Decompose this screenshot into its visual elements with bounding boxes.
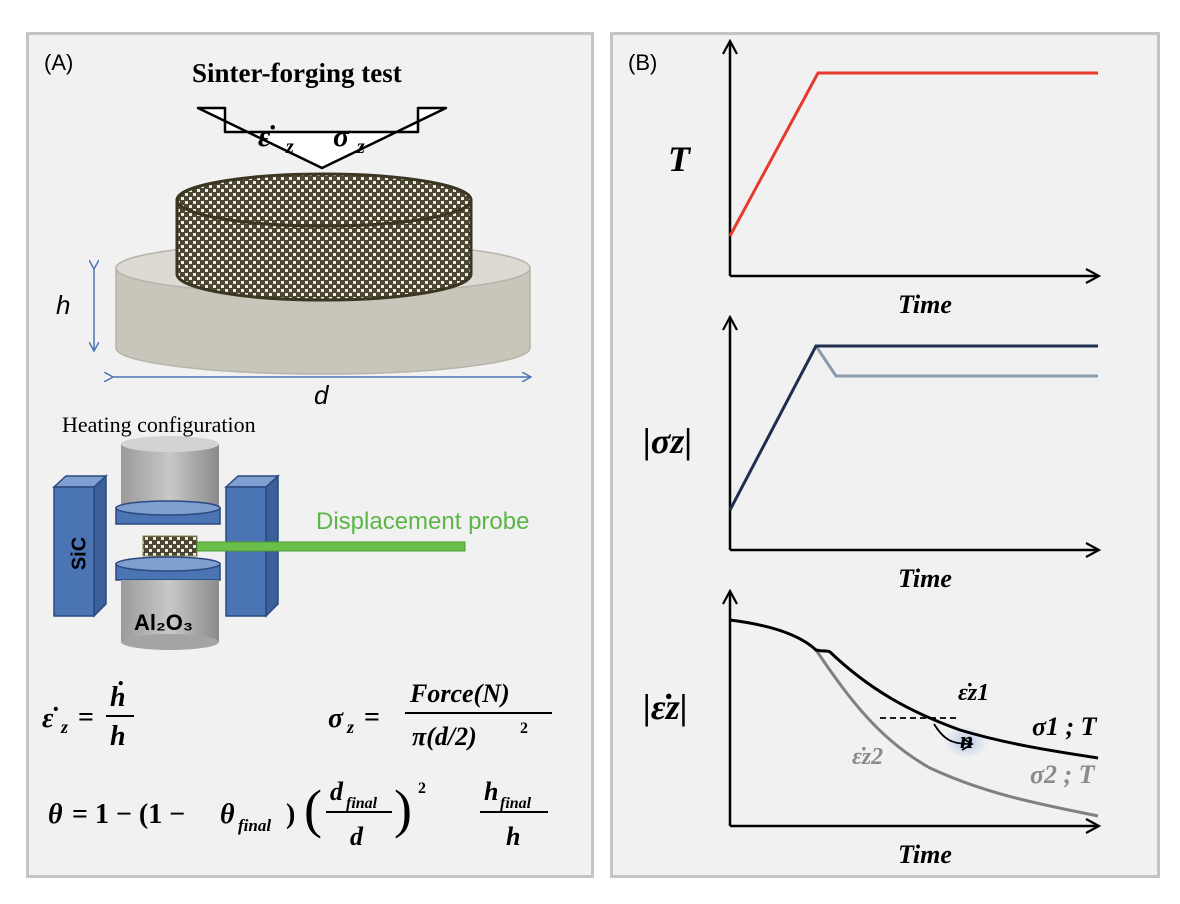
svg-text:): ) — [286, 799, 295, 830]
svg-text:=: = — [78, 702, 94, 733]
svg-text:=: = — [364, 702, 380, 733]
stress-curve-2 — [814, 345, 1098, 378]
porous-compact — [175, 172, 473, 302]
svg-text:z: z — [60, 717, 68, 737]
strain-rate-curve-2 — [814, 649, 1099, 818]
svg-text:final: final — [500, 795, 532, 812]
svg-text:π(d/2): π(d/2) — [412, 722, 477, 751]
svg-text:final: final — [238, 816, 271, 835]
svg-text:ε̇: ε̇ — [42, 703, 58, 734]
svg-text:ε̇: ε̇ — [258, 120, 275, 153]
stress-curve-1 — [728, 344, 1098, 511]
graph1-xlabel: Time — [898, 290, 952, 319]
series-2-label: σ2 ; T — [1030, 760, 1095, 789]
graph3-ylabel: |ε̇z| — [643, 687, 688, 727]
strain-rate-2-label: ε̇z2 — [852, 744, 884, 770]
graph2-ylabel: |σz| — [643, 421, 693, 461]
strain-rate-curve-1 — [729, 618, 1099, 760]
n-label: n — [960, 728, 974, 754]
heating-caption: Heating configuration — [62, 412, 256, 437]
svg-text:= 1 − (1 −: = 1 − (1 − — [72, 799, 185, 830]
svg-text:(: ( — [304, 779, 322, 839]
svg-text:final: final — [346, 795, 378, 812]
svg-text:z: z — [285, 136, 294, 158]
svg-text:d: d — [350, 822, 364, 851]
strain-rate-1-label: ε̇z1 — [958, 680, 990, 706]
load-arrow — [196, 106, 448, 170]
svg-text:h: h — [110, 721, 126, 752]
panel-a-label: (A) — [44, 50, 74, 75]
series-1-label: σ1 ; T — [1032, 712, 1097, 741]
svg-text:σ: σ — [333, 120, 350, 153]
panel-b-graphs — [610, 32, 1160, 878]
svg-text:2: 2 — [520, 720, 528, 737]
panel-b-label: (B) — [628, 50, 658, 75]
svg-text:θ: θ — [48, 799, 63, 830]
graph3-xlabel: Time — [898, 840, 952, 869]
panel-a-drawing — [52, 106, 594, 650]
svg-text:h: h — [506, 822, 520, 851]
svg-text:θ: θ — [220, 799, 235, 830]
svg-text:2: 2 — [418, 780, 426, 797]
probe-label: Displacement probe — [316, 508, 530, 535]
graph1-ylabel: T — [668, 139, 690, 179]
al2o3-label: Al₂O₃ — [134, 610, 194, 635]
temperature-curve — [728, 71, 1098, 237]
heating-configuration — [52, 436, 466, 650]
svg-text:z: z — [346, 717, 354, 737]
diameter-label: d — [314, 380, 329, 410]
panel-a-title: Sinter-forging test — [192, 58, 402, 88]
svg-text:h: h — [484, 777, 498, 806]
svg-text:σ: σ — [328, 703, 344, 734]
svg-text:d: d — [330, 777, 344, 806]
height-label: h — [56, 290, 71, 320]
svg-text:z: z — [356, 136, 365, 158]
graph2-xlabel: Time — [898, 564, 952, 593]
svg-text:): ) — [394, 779, 412, 839]
svg-text:ḣ: ḣ — [110, 681, 126, 713]
svg-text:Force(N): Force(N) — [409, 679, 510, 708]
displacement-probe — [196, 541, 466, 552]
